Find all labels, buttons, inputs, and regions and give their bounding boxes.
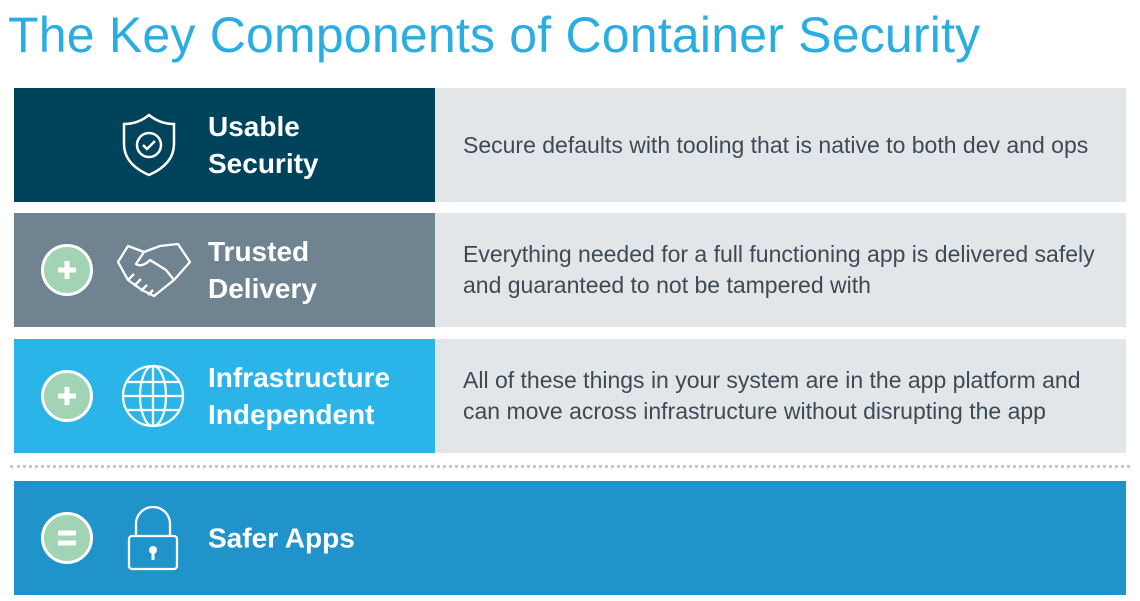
plus-icon [58, 261, 76, 279]
plus-badge [41, 370, 93, 422]
row-description: All of these things in your system are i… [435, 339, 1126, 453]
divider [10, 465, 1130, 468]
globe-icon [121, 364, 185, 428]
padlock-icon [127, 505, 179, 571]
result-panel: Safer Apps [14, 481, 435, 595]
shield-check-icon [122, 113, 176, 177]
result-title: Safer Apps [208, 522, 355, 554]
plus-badge [41, 244, 93, 296]
plus-icon [58, 387, 76, 405]
row-description: Everything needed for a full functioning… [435, 213, 1126, 327]
page-title: The Key Components of Container Security [8, 7, 981, 63]
row-safer-apps: Safer Apps [14, 481, 1126, 595]
handshake-icon [116, 242, 192, 298]
row-description: Secure defaults with tooling that is nat… [435, 88, 1126, 202]
equals-badge [41, 512, 93, 564]
equals-icon [58, 530, 76, 546]
